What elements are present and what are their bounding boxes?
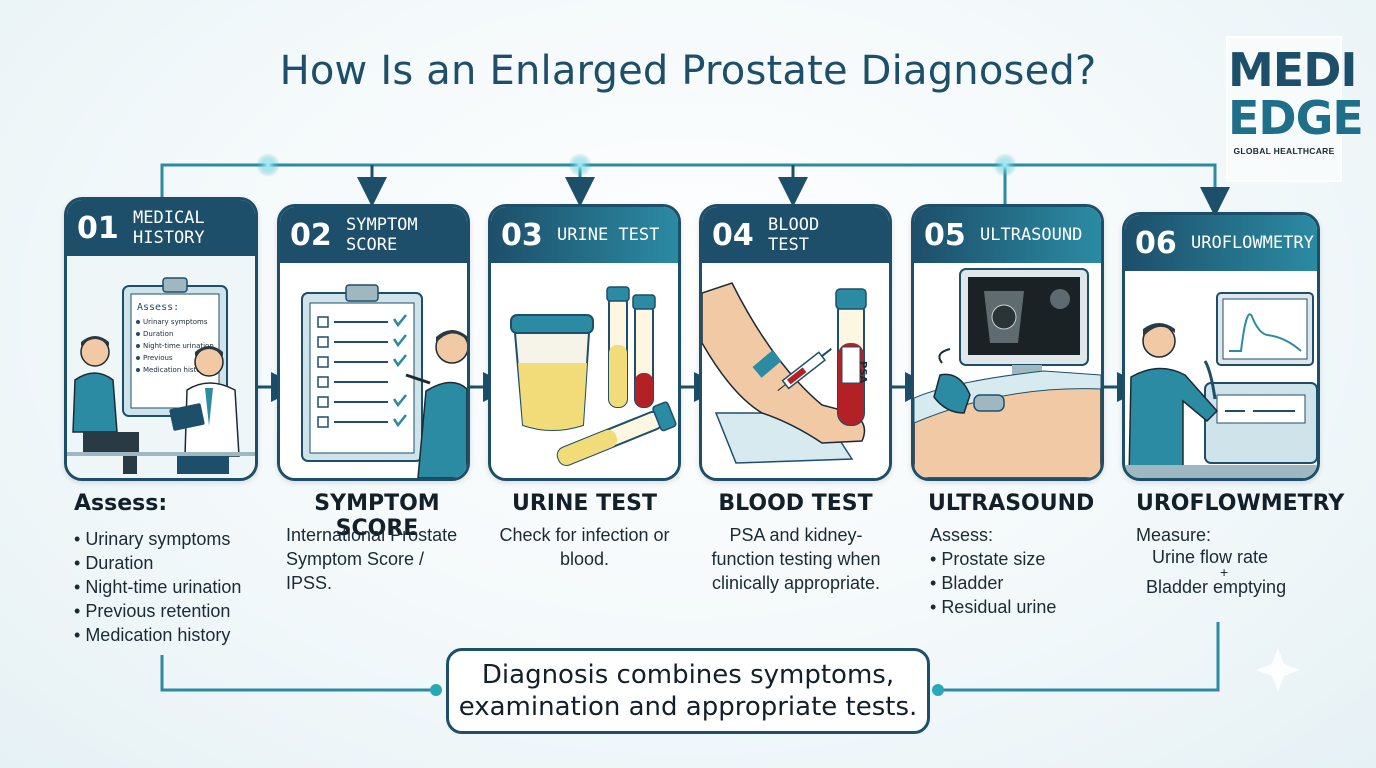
step-number: 06 [1135,225,1177,261]
bottom-flow-line [160,655,440,692]
list-item: Prostate size [930,547,1110,571]
step-card-symptom-score: 02 SYMPTOM SCORE [277,204,470,481]
step-6-line: Bladder emptying [1146,577,1287,597]
logo-tagline: GLOBAL HEALTHCARE [1233,146,1335,156]
step-number: 05 [924,217,966,253]
diagnosis-summary-box: Diagnosis combines symptoms, examination… [446,648,930,734]
mediedge-logo: MEDI EDGE GLOBAL HEALTHCARE [1226,36,1364,182]
step-6-line: Urine flow rate [1152,547,1269,567]
step-1-list: Urinary symptoms Duration Night-time uri… [74,527,274,647]
psa-tube-label: PSA [857,361,868,384]
step-6-list: Measure: Urine flow rate + Bladder empty… [1136,523,1316,597]
step-3-title: URINE TEST [512,491,657,516]
top-flow-line [160,163,1217,200]
list-item: Urinary symptoms [74,527,274,551]
step-3-text: Check for infection or blood. [499,525,670,569]
board-title: Assess: [137,302,179,313]
step-header-label: URINE TEST [557,225,660,245]
step-5-title: ULTRASOUND [928,491,1095,516]
step-header-label: ULTRASOUND [980,225,1083,245]
list-item: Bladder [930,571,1110,595]
step-6-title: UROFLOWMETRY [1136,491,1345,516]
step-header: 02 SYMPTOM SCORE [280,207,467,263]
list-item: Previous retention [74,599,274,623]
step-card-urine-test: 03 URINE TEST [488,204,681,481]
step-header: 01 MEDICAL HISTORY [67,200,255,256]
step-number: 03 [501,217,543,253]
board-item: Urinary symptoms [143,318,208,326]
step-card-medical-history: 01 MEDICAL HISTORY Assess: Urinary sympt… [64,197,258,481]
list-item: Night-time urination [74,575,274,599]
step-number: 04 [712,217,754,253]
questionnaire-illustration [280,263,467,478]
step-header: 03 URINE TEST [491,207,678,263]
urine-sample-illustration [491,263,678,478]
sparkle-icon [1256,648,1300,692]
step-2-title: SYMPTOM SCORE [314,491,440,541]
step-header: 05 ULTRASOUND [914,207,1101,263]
step-4-text: PSA and kidney-function testing when cli… [711,525,881,593]
step-card-uroflowmetry: 06 UROFLOWMETRY [1122,212,1320,481]
step-header-label: SYMPTOM SCORE [346,215,418,255]
board-item: Duration [143,330,173,338]
page-title: How Is an Enlarged Prostate Diagnosed? [279,48,1097,94]
step-header-label: BLOOD TEST [768,215,820,255]
logo-line-1: MEDI [1228,43,1358,97]
board-item: Night-time urination [143,342,214,350]
list-item: Residual urine [930,595,1110,619]
summary-text: Diagnosis combines symptoms, examination… [458,660,918,722]
uroflowmetry-illustration [1125,271,1317,478]
step-header-label: MEDICAL HISTORY [133,208,205,248]
step-number: 02 [290,217,332,253]
step-5-intro: Assess: [930,525,994,545]
step-header: 04 BLOOD TEST [702,207,889,263]
step-header-label: UROFLOWMETRY [1191,233,1314,253]
step-6-plus: + [1220,564,1229,580]
list-item: Duration [74,551,274,575]
step-card-ultrasound: 05 ULTRASOUND [911,204,1104,481]
blood-draw-illustration: PSA [702,263,889,478]
board-item: Previous [143,354,173,362]
board-item: Medication history [143,366,208,374]
logo-line-2: EDGE [1228,91,1364,145]
list-item: Medication history [74,623,274,647]
step-5-list: Assess: Prostate size Bladder Residual u… [930,523,1110,619]
step-card-blood-test: 04 BLOOD TEST PSA [699,204,892,481]
step-header: 06 UROFLOWMETRY [1125,215,1317,271]
step-1-title: Assess: [74,491,168,516]
step-2-text: International Prostate Symptom Score / I… [286,525,458,593]
step-number: 01 [77,210,119,246]
step-6-intro: Measure: [1136,525,1212,545]
consultation-illustration: Assess: Urinary symptoms Duration Night-… [67,256,255,478]
step-4-title: BLOOD TEST [718,491,873,516]
ultrasound-illustration [914,263,1101,478]
